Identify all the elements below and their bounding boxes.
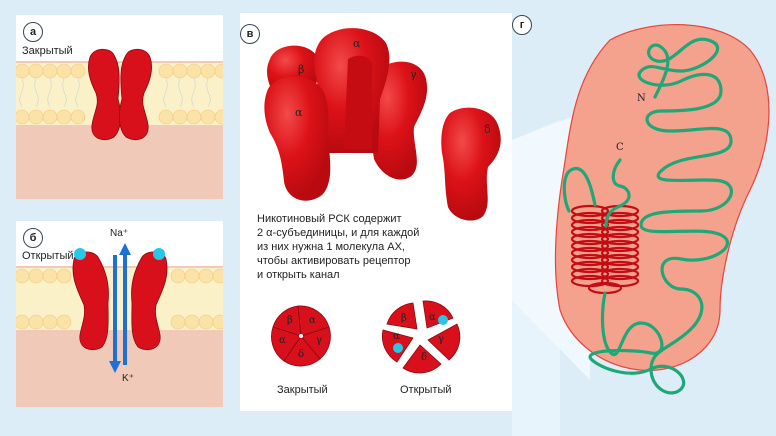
top-closed-alpha1 bbox=[271, 326, 302, 362]
ion-flow-arrows bbox=[109, 243, 131, 373]
subunit-delta bbox=[441, 107, 501, 221]
state-label: Закрытый bbox=[22, 45, 73, 57]
svg-text:γ: γ bbox=[316, 335, 322, 346]
state-label: Открытый bbox=[22, 250, 74, 262]
acetylcholine-bound-1 bbox=[438, 315, 448, 325]
panel-badge: в bbox=[240, 24, 260, 44]
svg-text:β: β bbox=[401, 313, 407, 324]
top-open-alpha2 bbox=[422, 300, 454, 329]
open-channel-illustration bbox=[16, 243, 223, 407]
channel-subunits-open bbox=[72, 251, 168, 351]
receptor-3d-model: β α γ α δ β α γ δ α bbox=[264, 28, 501, 374]
polypeptide-chain-c-terminus bbox=[562, 158, 631, 228]
channel-groove bbox=[344, 55, 372, 149]
panel-a-closed-channel: а Закрытый bbox=[16, 15, 223, 199]
label-alpha-center: α bbox=[353, 37, 361, 50]
top-view-open: β α γ δ α bbox=[382, 300, 461, 374]
panel-g-subunit-detail: N C bbox=[554, 23, 770, 395]
svg-text:α: α bbox=[279, 335, 286, 346]
caption-line: из них нужна 1 молекула АХ, bbox=[257, 241, 405, 253]
label-delta: δ bbox=[484, 123, 491, 136]
lipid-heads bbox=[16, 63, 223, 125]
top-view-closed-label: Закрытый bbox=[277, 384, 328, 396]
lipid-heads bbox=[16, 268, 223, 330]
n-terminus-label: N bbox=[637, 93, 646, 104]
top-closed-alpha2 bbox=[297, 305, 330, 337]
label-beta: β bbox=[298, 63, 304, 76]
sodium-ion-label: Na⁺ bbox=[110, 228, 129, 239]
label-alpha-front: α bbox=[295, 106, 303, 119]
top-view-closed: β α γ δ α bbox=[271, 305, 331, 367]
c-terminus-label: C bbox=[616, 142, 624, 153]
acetylcholine-bound-2 bbox=[393, 343, 403, 353]
svg-text:α: α bbox=[393, 331, 400, 342]
receptor-caption: Никотиновый РСК содержит 2 α-субъединицы… bbox=[257, 212, 447, 282]
caption-line: 2 α-субъединицы, и для каждой bbox=[257, 227, 420, 239]
caption-line: чтобы активировать рецептор bbox=[257, 255, 411, 267]
svg-text:δ: δ bbox=[421, 352, 427, 363]
acetylcholine-left bbox=[74, 248, 86, 260]
subunit-alpha-front bbox=[264, 76, 331, 201]
panel-badge: а bbox=[23, 22, 43, 42]
panel-badge: г bbox=[512, 15, 532, 35]
top-open-gamma bbox=[427, 323, 461, 361]
label-gamma: γ bbox=[410, 68, 417, 81]
subunit-domain-outline bbox=[554, 23, 770, 372]
svg-text:γ: γ bbox=[438, 334, 444, 345]
closed-channel-illustration bbox=[16, 48, 223, 199]
caption-line: и открыть канал bbox=[257, 269, 340, 281]
transmembrane-helices bbox=[570, 204, 640, 295]
top-closed-delta bbox=[283, 335, 321, 367]
top-open-delta bbox=[402, 344, 442, 374]
panel-b-open-channel: б Открытый Na⁺ K⁺ bbox=[16, 221, 223, 407]
top-view-open-label: Открытый bbox=[400, 384, 452, 396]
svg-text:α: α bbox=[429, 312, 436, 323]
panel-badge: б bbox=[23, 228, 43, 248]
svg-text:α: α bbox=[309, 315, 316, 326]
top-open-beta bbox=[386, 302, 418, 330]
lipid-tails bbox=[19, 77, 211, 108]
acetylcholine-right bbox=[153, 248, 165, 260]
panel-v-receptor-structure: β α γ α δ β α γ δ α bbox=[240, 13, 512, 411]
svg-text:δ: δ bbox=[298, 349, 304, 360]
svg-text:β: β bbox=[287, 315, 293, 326]
channel-subunits-closed bbox=[88, 48, 152, 141]
polypeptide-chain bbox=[588, 37, 733, 395]
caption-line: Никотиновый РСК содержит bbox=[257, 213, 402, 225]
potassium-ion-label: K⁺ bbox=[122, 373, 134, 384]
